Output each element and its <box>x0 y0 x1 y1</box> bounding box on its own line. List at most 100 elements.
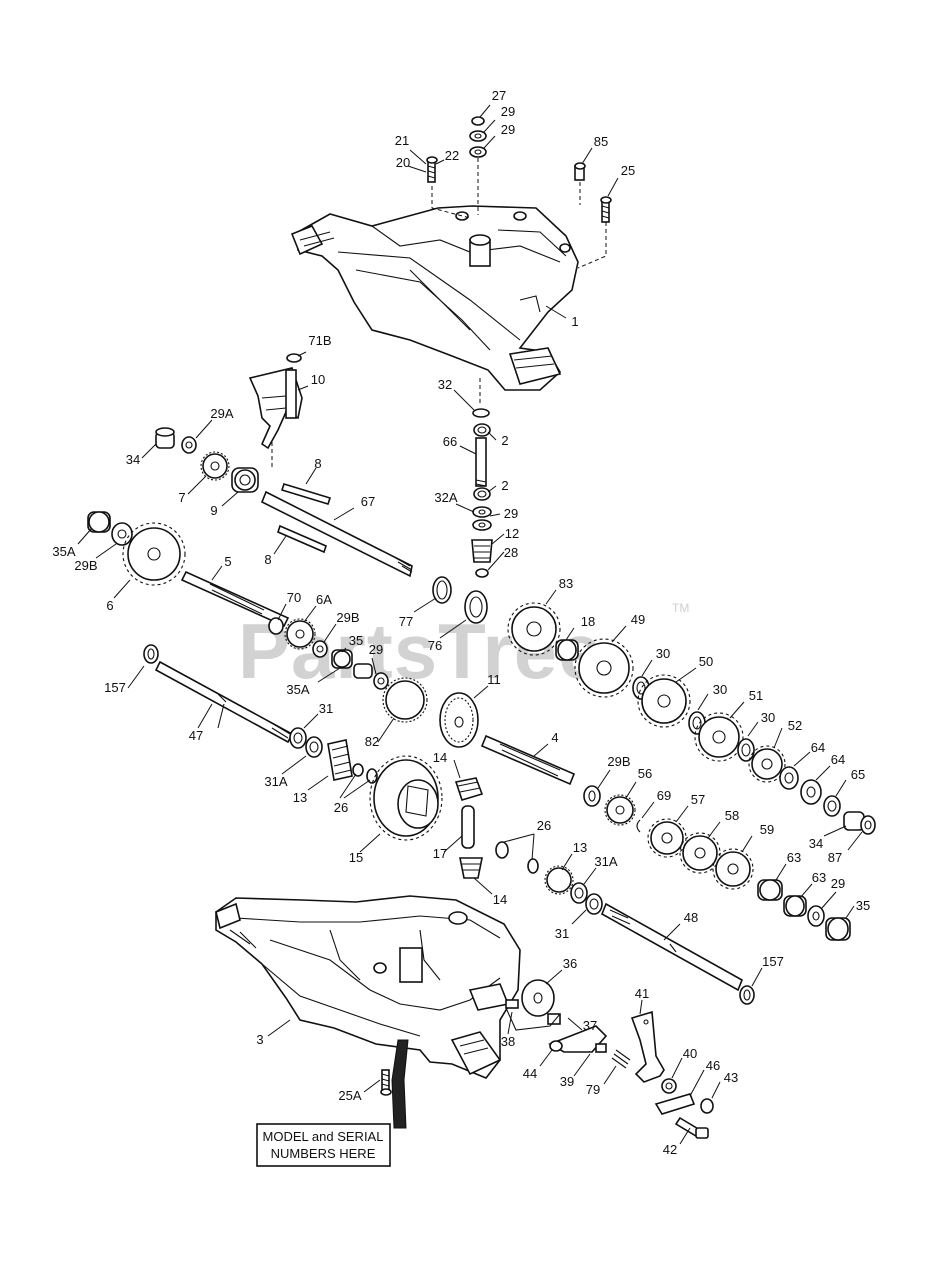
part-label: 35A <box>286 682 309 697</box>
part-labels: 27 29 29 21 22 20 85 25 1 71B 10 32 2 66… <box>52 88 870 1157</box>
part-label: 31A <box>264 774 287 789</box>
part-label: 66 <box>443 434 457 449</box>
differential-group <box>289 677 479 784</box>
lower-right-gears <box>647 811 876 941</box>
part-label: 51 <box>749 688 763 703</box>
part-label: 14 <box>433 750 447 765</box>
part-label: 3 <box>256 1032 263 1047</box>
part-label: 67 <box>361 494 375 509</box>
part-label: 52 <box>788 718 802 733</box>
part-label: 34 <box>126 452 140 467</box>
part-label: 14 <box>493 892 507 907</box>
part-label: 26 <box>537 818 551 833</box>
part-label: 63 <box>812 870 826 885</box>
part-label: 6 <box>106 598 113 613</box>
shaft-47 <box>143 644 294 744</box>
part-label: 17 <box>433 846 447 861</box>
part-label: 35 <box>856 898 870 913</box>
part-label: 44 <box>523 1066 537 1081</box>
part-label: 12 <box>505 526 519 541</box>
part-label: 25 <box>621 163 635 178</box>
assembly-line <box>431 186 471 219</box>
part-label: 28 <box>504 545 518 560</box>
part-label: 49 <box>631 612 645 627</box>
part-label: 79 <box>586 1082 600 1097</box>
part-label: 15 <box>349 850 363 865</box>
part-label: 18 <box>581 614 595 629</box>
part-label: 50 <box>699 654 713 669</box>
part-label: 48 <box>684 910 698 925</box>
part-label: 30 <box>761 710 775 725</box>
part-label: 82 <box>365 734 379 749</box>
part-label: 85 <box>594 134 608 149</box>
part-label: 13 <box>573 840 587 855</box>
part-label: 63 <box>787 850 801 865</box>
part-label: 36 <box>563 956 577 971</box>
part-label: 29 <box>501 104 515 119</box>
part-label: 43 <box>724 1070 738 1085</box>
part-label: 35 <box>349 633 363 648</box>
part-label: 5 <box>224 554 231 569</box>
part-label: 8 <box>314 456 321 471</box>
part-label: 29 <box>504 506 518 521</box>
part-label: 35A <box>52 544 75 559</box>
shaft-5 <box>180 570 290 628</box>
part-label: 42 <box>663 1142 677 1157</box>
part-label: 7 <box>178 490 185 505</box>
part-label: 29 <box>831 876 845 891</box>
part-label: 27 <box>492 88 506 103</box>
part-label: 4 <box>551 730 558 745</box>
part-label: 39 <box>560 1074 574 1089</box>
part-label: 76 <box>428 638 442 653</box>
bevel-ring-group <box>369 755 484 879</box>
part-label: 32 <box>438 377 452 392</box>
part-label: 29B <box>74 558 97 573</box>
part-label: 26 <box>334 800 348 815</box>
shift-fork <box>248 353 303 450</box>
gear-stack-right <box>507 602 841 817</box>
part-label: 41 <box>635 986 649 1001</box>
top-fasteners <box>426 116 612 223</box>
part-label: 10 <box>311 372 325 387</box>
part-label: 29 <box>369 642 383 657</box>
part-label: 77 <box>399 614 413 629</box>
part-label: 157 <box>104 680 126 695</box>
part-label: 40 <box>683 1046 697 1061</box>
part-label: 22 <box>445 148 459 163</box>
shaft-4 <box>480 734 576 786</box>
part-label: 57 <box>691 792 705 807</box>
leader-lines <box>77 104 863 1145</box>
part-label: 2 <box>501 478 508 493</box>
brake-bracket <box>630 1010 714 1139</box>
part-label: 38 <box>501 1034 515 1049</box>
washer-76 <box>464 590 488 624</box>
part-label: 29B <box>607 754 630 769</box>
part-label: 64 <box>811 740 825 755</box>
part-label: 87 <box>828 850 842 865</box>
part-label: 70 <box>287 590 301 605</box>
pinion-stack <box>471 408 493 578</box>
part-label: 64 <box>831 752 845 767</box>
note-line1: MODEL and SERIAL <box>263 1129 384 1144</box>
part-label: 1 <box>571 314 578 329</box>
part-label: 157 <box>762 954 784 969</box>
bolt-25a <box>380 1069 392 1096</box>
part-label: 46 <box>706 1058 720 1073</box>
part-label: 11 <box>487 672 501 687</box>
part-label: 31 <box>555 926 569 941</box>
part-label: 31A <box>594 854 617 869</box>
part-label: 58 <box>725 808 739 823</box>
part-label: 6A <box>316 592 332 607</box>
part-label: 29B <box>336 610 359 625</box>
shaft-5-gears <box>268 617 389 690</box>
note-line2: NUMBERS HERE <box>271 1146 376 1161</box>
part-label: 47 <box>189 728 203 743</box>
part-label: 30 <box>656 646 670 661</box>
watermark-trademark: TM <box>672 601 689 615</box>
shaft-48 <box>600 902 755 1005</box>
part-label: 65 <box>851 767 865 782</box>
part-label: 59 <box>760 822 774 837</box>
brake-parts <box>505 979 561 1031</box>
part-label: 31 <box>319 701 333 716</box>
